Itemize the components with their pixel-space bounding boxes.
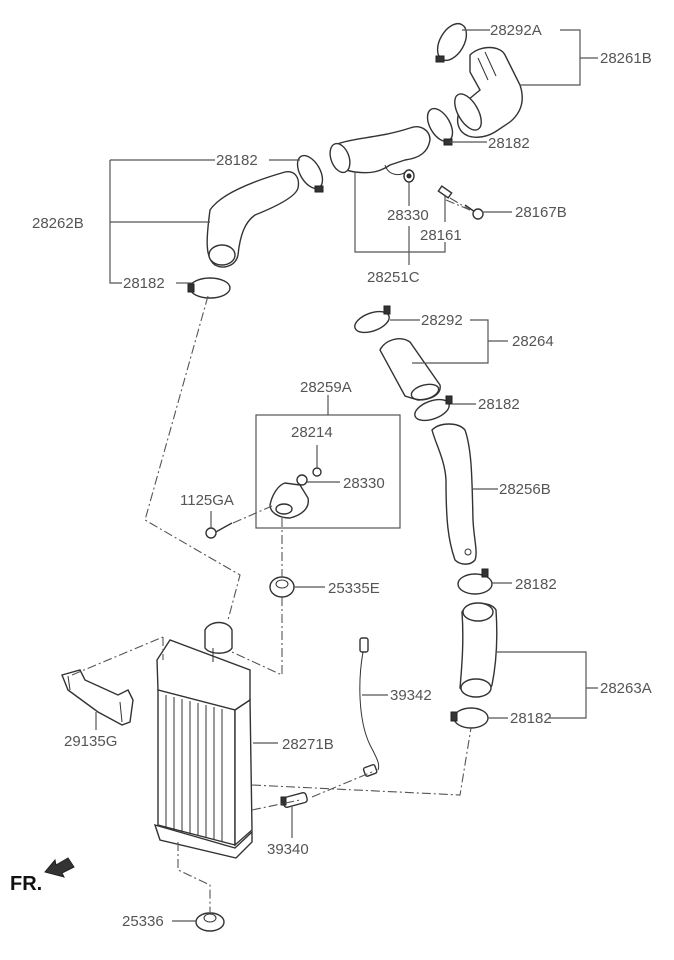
front-label: FR. <box>10 873 42 895</box>
label-28292a[interactable]: 28292A <box>490 22 542 39</box>
label-28182-c[interactable]: 28182 <box>123 275 165 292</box>
pin-28161[interactable] <box>437 185 453 199</box>
label-25336[interactable]: 25336 <box>122 913 164 930</box>
label-28182-f[interactable]: 28182 <box>510 710 552 727</box>
label-1125ga[interactable]: 1125GA <box>180 492 234 509</box>
label-28330-top[interactable]: 28330 <box>387 207 429 224</box>
nut-28214[interactable] <box>312 467 322 477</box>
label-39342[interactable]: 39342 <box>390 687 432 704</box>
hose-28261b[interactable] <box>449 46 523 138</box>
label-28264[interactable]: 28264 <box>512 333 554 350</box>
label-28259a[interactable]: 28259A <box>300 379 352 396</box>
label-28292[interactable]: 28292 <box>421 312 463 329</box>
mount-25335e[interactable] <box>269 576 295 598</box>
front-indicator: FR. <box>10 857 75 895</box>
label-28167b[interactable]: 28167B <box>515 204 567 221</box>
clamp-28182-d[interactable] <box>412 395 453 424</box>
intercooler-fins <box>165 695 223 842</box>
leader-lines <box>95 29 598 922</box>
label-28251c[interactable]: 28251C <box>367 269 420 286</box>
clamp-28292[interactable] <box>352 305 392 337</box>
label-28182-d[interactable]: 28182 <box>478 396 520 413</box>
sensor-39340[interactable] <box>280 792 308 808</box>
label-28256b[interactable]: 28256B <box>499 481 551 498</box>
label-28214[interactable]: 28214 <box>291 424 333 441</box>
pipe-28251c[interactable] <box>326 126 431 176</box>
assembly-lines <box>71 199 472 912</box>
intercooler-28271b[interactable] <box>153 621 253 859</box>
label-29135g[interactable]: 29135G <box>64 733 117 750</box>
clamp-28182-b[interactable] <box>292 151 327 193</box>
bolt-28167b[interactable] <box>449 197 484 220</box>
clamp-28292a[interactable] <box>432 19 473 66</box>
label-28330-bracket[interactable]: 28330 <box>343 475 385 492</box>
label-28271b[interactable]: 28271B <box>282 736 334 753</box>
front-direction-arrow-icon <box>44 857 75 878</box>
label-28182-b[interactable]: 28182 <box>216 152 258 169</box>
label-25335e[interactable]: 25335E <box>328 580 380 597</box>
label-28161[interactable]: 28161 <box>420 227 462 244</box>
pipe-28256b[interactable] <box>431 423 477 565</box>
label-28182-a[interactable]: 28182 <box>488 135 530 152</box>
bolt-1125ga[interactable] <box>205 522 233 539</box>
clamp-28182-e[interactable] <box>457 568 493 595</box>
hose-28262b[interactable] <box>206 171 300 268</box>
bracket-28259a[interactable] <box>269 482 309 519</box>
label-28262b[interactable]: 28262B <box>32 215 84 232</box>
mount-25336[interactable] <box>195 912 225 932</box>
label-28182-e[interactable]: 28182 <box>515 576 557 593</box>
washer-28330-top[interactable] <box>403 169 415 183</box>
hose-28263a[interactable] <box>459 602 498 698</box>
sensor-harness-39342[interactable] <box>359 637 380 777</box>
clamp-28182-c[interactable] <box>187 277 231 299</box>
label-28261b[interactable]: 28261B <box>600 50 652 67</box>
label-28263a[interactable]: 28263A <box>600 680 652 697</box>
washer-28330-bracket[interactable] <box>296 474 308 486</box>
clamp-28182-f[interactable] <box>450 707 489 729</box>
air-guide-29135g[interactable] <box>61 669 134 726</box>
hose-28264[interactable] <box>379 338 441 403</box>
label-39340[interactable]: 39340 <box>267 841 309 858</box>
part-labels: 28292A 28261B 28182 28182 28262B 28182 2… <box>32 22 652 930</box>
